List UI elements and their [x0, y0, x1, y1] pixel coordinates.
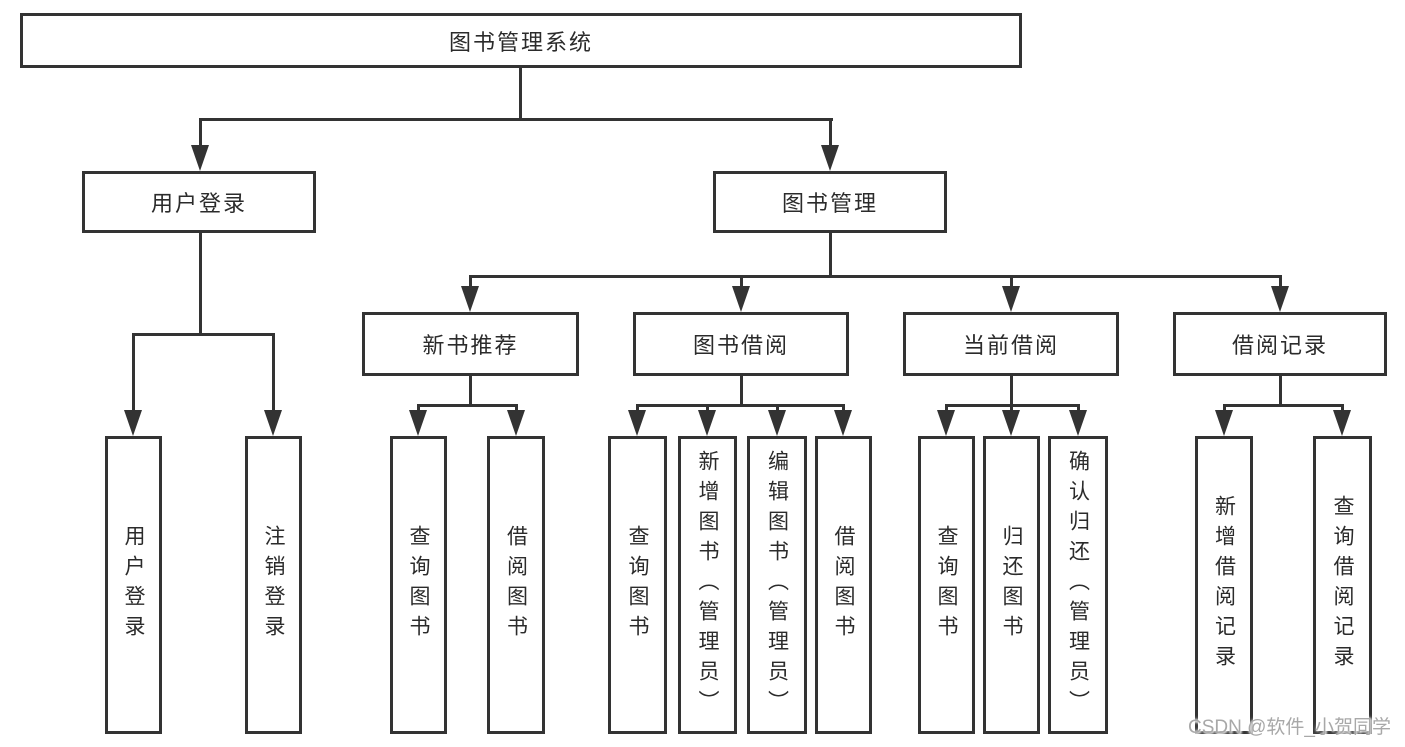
connector-line	[515, 404, 518, 412]
connector-line	[1010, 275, 1013, 291]
node-label: 当前借阅	[962, 333, 1059, 358]
arrow-down-icon	[937, 410, 955, 436]
connector-line	[636, 404, 845, 407]
connector-line	[199, 233, 202, 335]
node-label: 新增借阅记录	[1212, 495, 1236, 675]
arrow-down-icon	[821, 145, 839, 171]
node-label: 新增图书（管理员）	[696, 450, 719, 720]
arrow-down-icon	[1002, 286, 1020, 312]
connector-line	[1010, 376, 1013, 407]
arrow-down-icon	[191, 145, 209, 171]
node-label: 归还图书	[1000, 525, 1023, 645]
connector-line	[132, 333, 275, 336]
connector-line	[829, 118, 832, 148]
node-label: 借阅图书	[832, 525, 855, 645]
leaf-confirm-return-admin: 确认归还（管理员）	[1048, 436, 1108, 734]
node-label: 编辑图书（管理员）	[765, 450, 789, 720]
arrow-down-icon	[1069, 410, 1087, 436]
node-label: 图书借阅	[692, 333, 789, 358]
node-label: 查询图书	[935, 525, 958, 645]
node-label: 图书管理系统	[448, 29, 593, 55]
node-label: 用户登录	[122, 525, 145, 645]
connector-line	[636, 404, 639, 412]
connector-line	[199, 118, 202, 148]
connector-line	[1010, 404, 1013, 412]
node-library-management-system: 图书管理系统	[20, 13, 1022, 68]
connector-line	[417, 404, 420, 412]
connector-line	[1077, 404, 1080, 412]
arrow-down-icon	[124, 410, 142, 436]
node-user-login: 用户登录	[82, 171, 316, 233]
connector-line	[1279, 275, 1282, 291]
connector-line	[829, 233, 832, 278]
arrow-down-icon	[1215, 410, 1233, 436]
node-borrowing-records: 借阅记录	[1173, 312, 1387, 376]
connector-line	[842, 404, 845, 412]
node-label: 查询图书	[626, 525, 649, 645]
arrow-down-icon	[507, 410, 525, 436]
leaf-edit-books-admin: 编辑图书（管理员）	[747, 436, 807, 734]
connector-line	[1279, 376, 1282, 407]
connector-line	[132, 333, 135, 411]
connector-line	[945, 404, 948, 412]
node-book-management: 图书管理	[713, 171, 947, 233]
connector-line	[469, 275, 472, 291]
leaf-add-borrowing-record: 新增借阅记录	[1195, 436, 1253, 734]
arrow-down-icon	[698, 410, 716, 436]
connector-line	[519, 68, 522, 121]
connector-line	[199, 118, 833, 121]
node-label: 查询图书	[407, 525, 430, 645]
node-book-borrowing: 图书借阅	[633, 312, 849, 376]
connector-line	[776, 404, 779, 412]
connector-line	[1341, 404, 1344, 412]
leaf-query-borrowing-record: 查询借阅记录	[1313, 436, 1372, 734]
arrow-down-icon	[409, 410, 427, 436]
connector-line	[1223, 404, 1344, 407]
node-label: 用户登录	[150, 191, 247, 216]
connector-line	[1223, 404, 1226, 412]
node-label: 查询借阅记录	[1331, 495, 1354, 675]
node-label: 确认归还（管理员）	[1066, 450, 1090, 720]
leaf-query-books-recommend: 查询图书	[390, 436, 447, 734]
node-label: 注销登录	[262, 525, 285, 645]
connector-line	[740, 376, 743, 407]
arrow-down-icon	[1002, 410, 1020, 436]
connector-line	[272, 333, 275, 411]
connector-line	[740, 275, 743, 291]
arrow-down-icon	[264, 410, 282, 436]
arrow-down-icon	[628, 410, 646, 436]
node-current-borrowing: 当前借阅	[903, 312, 1119, 376]
arrow-down-icon	[1271, 286, 1289, 312]
arrow-down-icon	[461, 286, 479, 312]
node-label: 借阅图书	[504, 525, 528, 645]
leaf-logout: 注销登录	[245, 436, 302, 734]
leaf-borrow-books: 借阅图书	[815, 436, 872, 734]
connector-line	[469, 376, 472, 407]
node-label: 借阅记录	[1231, 333, 1328, 358]
arrow-down-icon	[732, 286, 750, 312]
leaf-query-books-borrowing: 查询图书	[608, 436, 667, 734]
connector-line	[417, 404, 518, 407]
csdn-watermark: CSDN @软件_小贺同学	[1188, 717, 1391, 738]
node-new-book-recommend: 新书推荐	[362, 312, 579, 376]
leaf-user-login: 用户登录	[105, 436, 162, 734]
leaf-return-books: 归还图书	[983, 436, 1040, 734]
connector-line	[706, 404, 709, 412]
leaf-add-books-admin: 新增图书（管理员）	[678, 436, 737, 734]
connector-line	[469, 275, 1281, 278]
node-label: 新书推荐	[422, 333, 519, 358]
arrow-down-icon	[768, 410, 786, 436]
leaf-borrow-books-recommend: 借阅图书	[487, 436, 545, 734]
arrow-down-icon	[1333, 410, 1351, 436]
leaf-query-books-current: 查询图书	[918, 436, 975, 734]
arrow-down-icon	[834, 410, 852, 436]
node-label: 图书管理	[781, 191, 878, 216]
